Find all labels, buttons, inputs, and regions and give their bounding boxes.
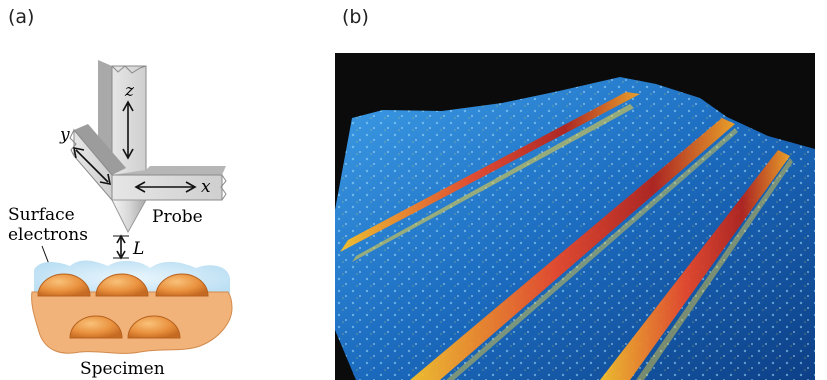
specimen-label: Specimen	[80, 359, 165, 379]
surface-label-line1: Surface	[8, 205, 75, 225]
stm-image	[335, 53, 815, 380]
axis-y-label: y	[59, 125, 70, 145]
probe-x-beam	[111, 166, 227, 201]
ridge-3	[600, 150, 790, 380]
probe-tip	[111, 199, 147, 234]
stm-schematic: z y x Probe Surface electrons L Specimen	[8, 60, 233, 379]
axis-arrows	[72, 100, 197, 260]
specimen-base	[31, 291, 233, 354]
gap-label: L	[132, 239, 144, 259]
axis-z-label: z	[124, 81, 135, 101]
ridge-2	[410, 118, 735, 380]
panel-label-a: (a)	[8, 6, 35, 28]
ridge-1	[340, 92, 640, 252]
probe-label: Probe	[152, 207, 203, 227]
specimen-atoms	[37, 273, 209, 339]
axis-x-label: x	[201, 177, 211, 197]
surface-label-line2: electrons	[8, 225, 88, 245]
panel-label-b: (b)	[342, 6, 369, 28]
